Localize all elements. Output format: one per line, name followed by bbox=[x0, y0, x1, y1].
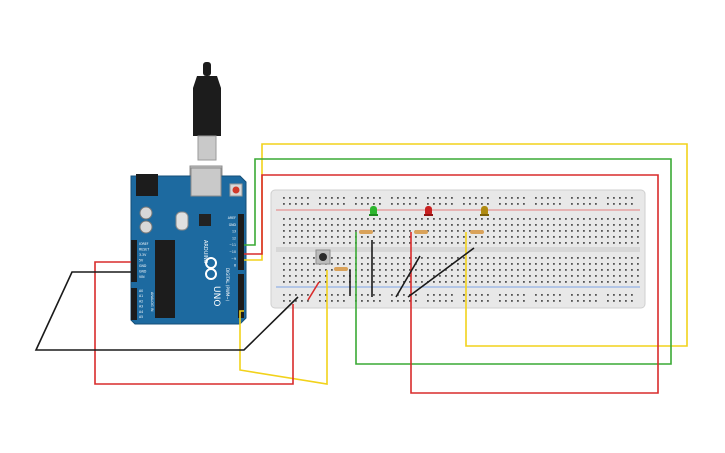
wire-red-5v[interactable] bbox=[94, 261, 294, 385]
power-pin-label: GND bbox=[139, 270, 147, 274]
resistor-button[interactable] bbox=[334, 267, 348, 271]
capacitor bbox=[139, 206, 153, 220]
digital-pin-label: ~9 bbox=[231, 257, 236, 261]
resistor-red[interactable] bbox=[414, 230, 428, 234]
breadboard[interactable] bbox=[270, 189, 646, 309]
analog-pin-label: A5 bbox=[139, 315, 143, 319]
arduino-logo-icon bbox=[205, 257, 217, 280]
analog-header-label: ANALOG IN bbox=[150, 292, 154, 312]
analog-pin-label: A0 bbox=[139, 289, 143, 293]
atmega-chip bbox=[155, 240, 175, 318]
wire-red-outer[interactable] bbox=[244, 174, 659, 394]
power-pin-label: VIN bbox=[139, 275, 145, 279]
digital-pin-label: GND bbox=[229, 223, 237, 227]
wire-black-short-3[interactable] bbox=[395, 255, 421, 298]
crystal bbox=[175, 211, 189, 231]
power-pin-label: 3.3V bbox=[139, 253, 147, 257]
digital-pin-label: 12 bbox=[232, 236, 236, 240]
power-pin-label: IOREF bbox=[139, 242, 149, 246]
analog-pin-label: A2 bbox=[139, 299, 143, 303]
arduino-brand-text: ARDUINO bbox=[202, 240, 208, 264]
pushbutton[interactable] bbox=[315, 249, 331, 265]
digital-header-label: DIGITAL (PWM~) bbox=[225, 268, 230, 302]
power-header[interactable] bbox=[131, 240, 137, 282]
breadboard-holes bbox=[283, 197, 639, 302]
green-led[interactable] bbox=[369, 206, 378, 216]
wire-black-gnd[interactable] bbox=[34, 271, 299, 351]
digital-header-bottom[interactable] bbox=[238, 274, 244, 318]
digital-pin-labels: AREF GND 13 12 ~11 ~10 ~9 8 bbox=[228, 216, 237, 268]
power-pin-label: GND bbox=[139, 264, 147, 268]
power-pin-label: 5V bbox=[139, 259, 144, 263]
digital-pin-label: 13 bbox=[232, 230, 236, 234]
digital-pin-label: ~10 bbox=[229, 250, 236, 254]
usb-chip bbox=[199, 214, 211, 226]
digital-pin-label: AREF bbox=[228, 216, 236, 220]
power-jack bbox=[136, 174, 158, 196]
capacitor bbox=[139, 220, 153, 234]
wire-yellow-button[interactable] bbox=[239, 270, 328, 385]
resistor-yellow[interactable] bbox=[470, 230, 484, 234]
analog-header[interactable] bbox=[131, 288, 137, 320]
arduino-uno-board[interactable]: ARDUINO UNO DIGITAL (PWM~) ANALOG IN IOR… bbox=[130, 167, 247, 325]
resistor-green[interactable] bbox=[359, 230, 373, 234]
analog-pin-label: A1 bbox=[139, 294, 143, 298]
wire-black-short-4[interactable] bbox=[407, 247, 475, 298]
yellow-led[interactable] bbox=[480, 206, 489, 216]
wire-red-short[interactable] bbox=[307, 281, 320, 301]
digital-pin-label: 8 bbox=[234, 264, 236, 268]
wire-green-outer[interactable] bbox=[244, 158, 672, 365]
wire-yellow-outer[interactable] bbox=[244, 143, 688, 347]
reset-icon bbox=[232, 186, 240, 194]
digital-pin-label: ~11 bbox=[229, 243, 236, 247]
digital-header-top[interactable] bbox=[238, 214, 244, 270]
red-led[interactable] bbox=[424, 206, 433, 216]
usb-port bbox=[190, 167, 222, 197]
arduino-model-text: UNO bbox=[211, 286, 221, 306]
analog-pin-label: A3 bbox=[139, 305, 143, 309]
power-pin-label: RESET bbox=[139, 248, 149, 252]
analog-pin-label: A4 bbox=[139, 310, 143, 314]
